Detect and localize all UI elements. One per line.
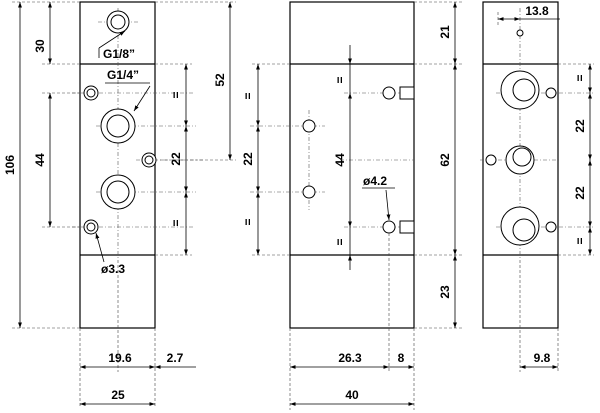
side-dim-26-3: 26.3 (338, 351, 362, 365)
side-slot-upper (399, 86, 415, 100)
back-eq-a: = (573, 74, 587, 81)
front-view: 106 30 44 = 22 = 52 G1/8” G1/4” ø3.3 19.… (3, 1, 236, 406)
side-hole-upper (382, 86, 396, 100)
back-dim-22a: 22 (573, 119, 587, 133)
side-dim-23: 23 (438, 285, 452, 299)
front-port-g14-b-inner (106, 180, 130, 204)
side-hole-lower (382, 220, 396, 234)
side-eq-a: = (241, 92, 255, 99)
front-port-g14-a-inner (106, 114, 130, 138)
front-dim-22: 22 (169, 152, 183, 166)
back-hole-a (545, 87, 557, 99)
front-port-g18-inner (110, 14, 126, 30)
front-dim-106: 106 (3, 155, 17, 175)
side-dim-22: 22 (241, 152, 255, 166)
front-dim-19-6: 19.6 (108, 351, 132, 365)
side-hole-dia-label: ø4.2 (363, 174, 387, 188)
front-hole-mid-inner (144, 155, 154, 165)
back-dim-9-8: 9.8 (534, 351, 551, 365)
front-dim-30: 30 (33, 39, 47, 53)
front-leader-g18 (98, 30, 126, 49)
front-body-outline (79, 1, 156, 329)
back-hole-c (545, 221, 557, 233)
front-port-g14-label: G1/4” (107, 68, 139, 82)
back-port-a-inner (512, 78, 536, 102)
side-dim-40: 40 (345, 388, 359, 402)
front-hole-upper-inner (86, 88, 96, 98)
side-eq-d: = (333, 238, 347, 245)
front-eq-a: = (169, 91, 183, 98)
front-eq-b: = (169, 219, 183, 226)
back-port-c-inner (512, 218, 536, 242)
side-dim-62: 62 (438, 153, 452, 167)
side-dim-21: 21 (438, 25, 452, 39)
back-dim-22b: 22 (573, 186, 587, 200)
back-view: 13.8 = 22 22 = 9.8 (480, 1, 594, 372)
front-leader-g14 (133, 85, 151, 112)
side-slot-lower (399, 220, 415, 234)
front-dim-25: 25 (111, 388, 125, 402)
back-dim-13-8: 13.8 (525, 4, 549, 18)
side-dim-44: 44 (333, 153, 347, 167)
back-port-b-inner (512, 147, 532, 167)
front-dim-44: 44 (33, 153, 47, 167)
side-leader-d42 (385, 189, 391, 221)
front-dim-2-7: 2.7 (167, 351, 184, 365)
side-view: = 22 = = 44 = 21 62 23 ø4.2 26.3 (241, 1, 462, 410)
side-eq-c: = (333, 76, 347, 83)
back-eq-b: = (573, 237, 587, 244)
back-top-small-hole (516, 29, 524, 37)
side-eq-b: = (241, 218, 255, 225)
side-dim-8: 8 (398, 351, 405, 365)
side-hole-a (302, 119, 316, 133)
front-dim-52: 52 (213, 73, 227, 87)
front-leader-d33 (95, 232, 105, 263)
side-body-outline (289, 1, 415, 329)
front-hole-dia-label: ø3.3 (101, 262, 125, 276)
front-port-g18-label: G1/8” (103, 47, 135, 61)
back-hole-mid (485, 154, 497, 166)
front-hole-lower-inner (86, 222, 96, 232)
side-hole-b (302, 185, 316, 199)
